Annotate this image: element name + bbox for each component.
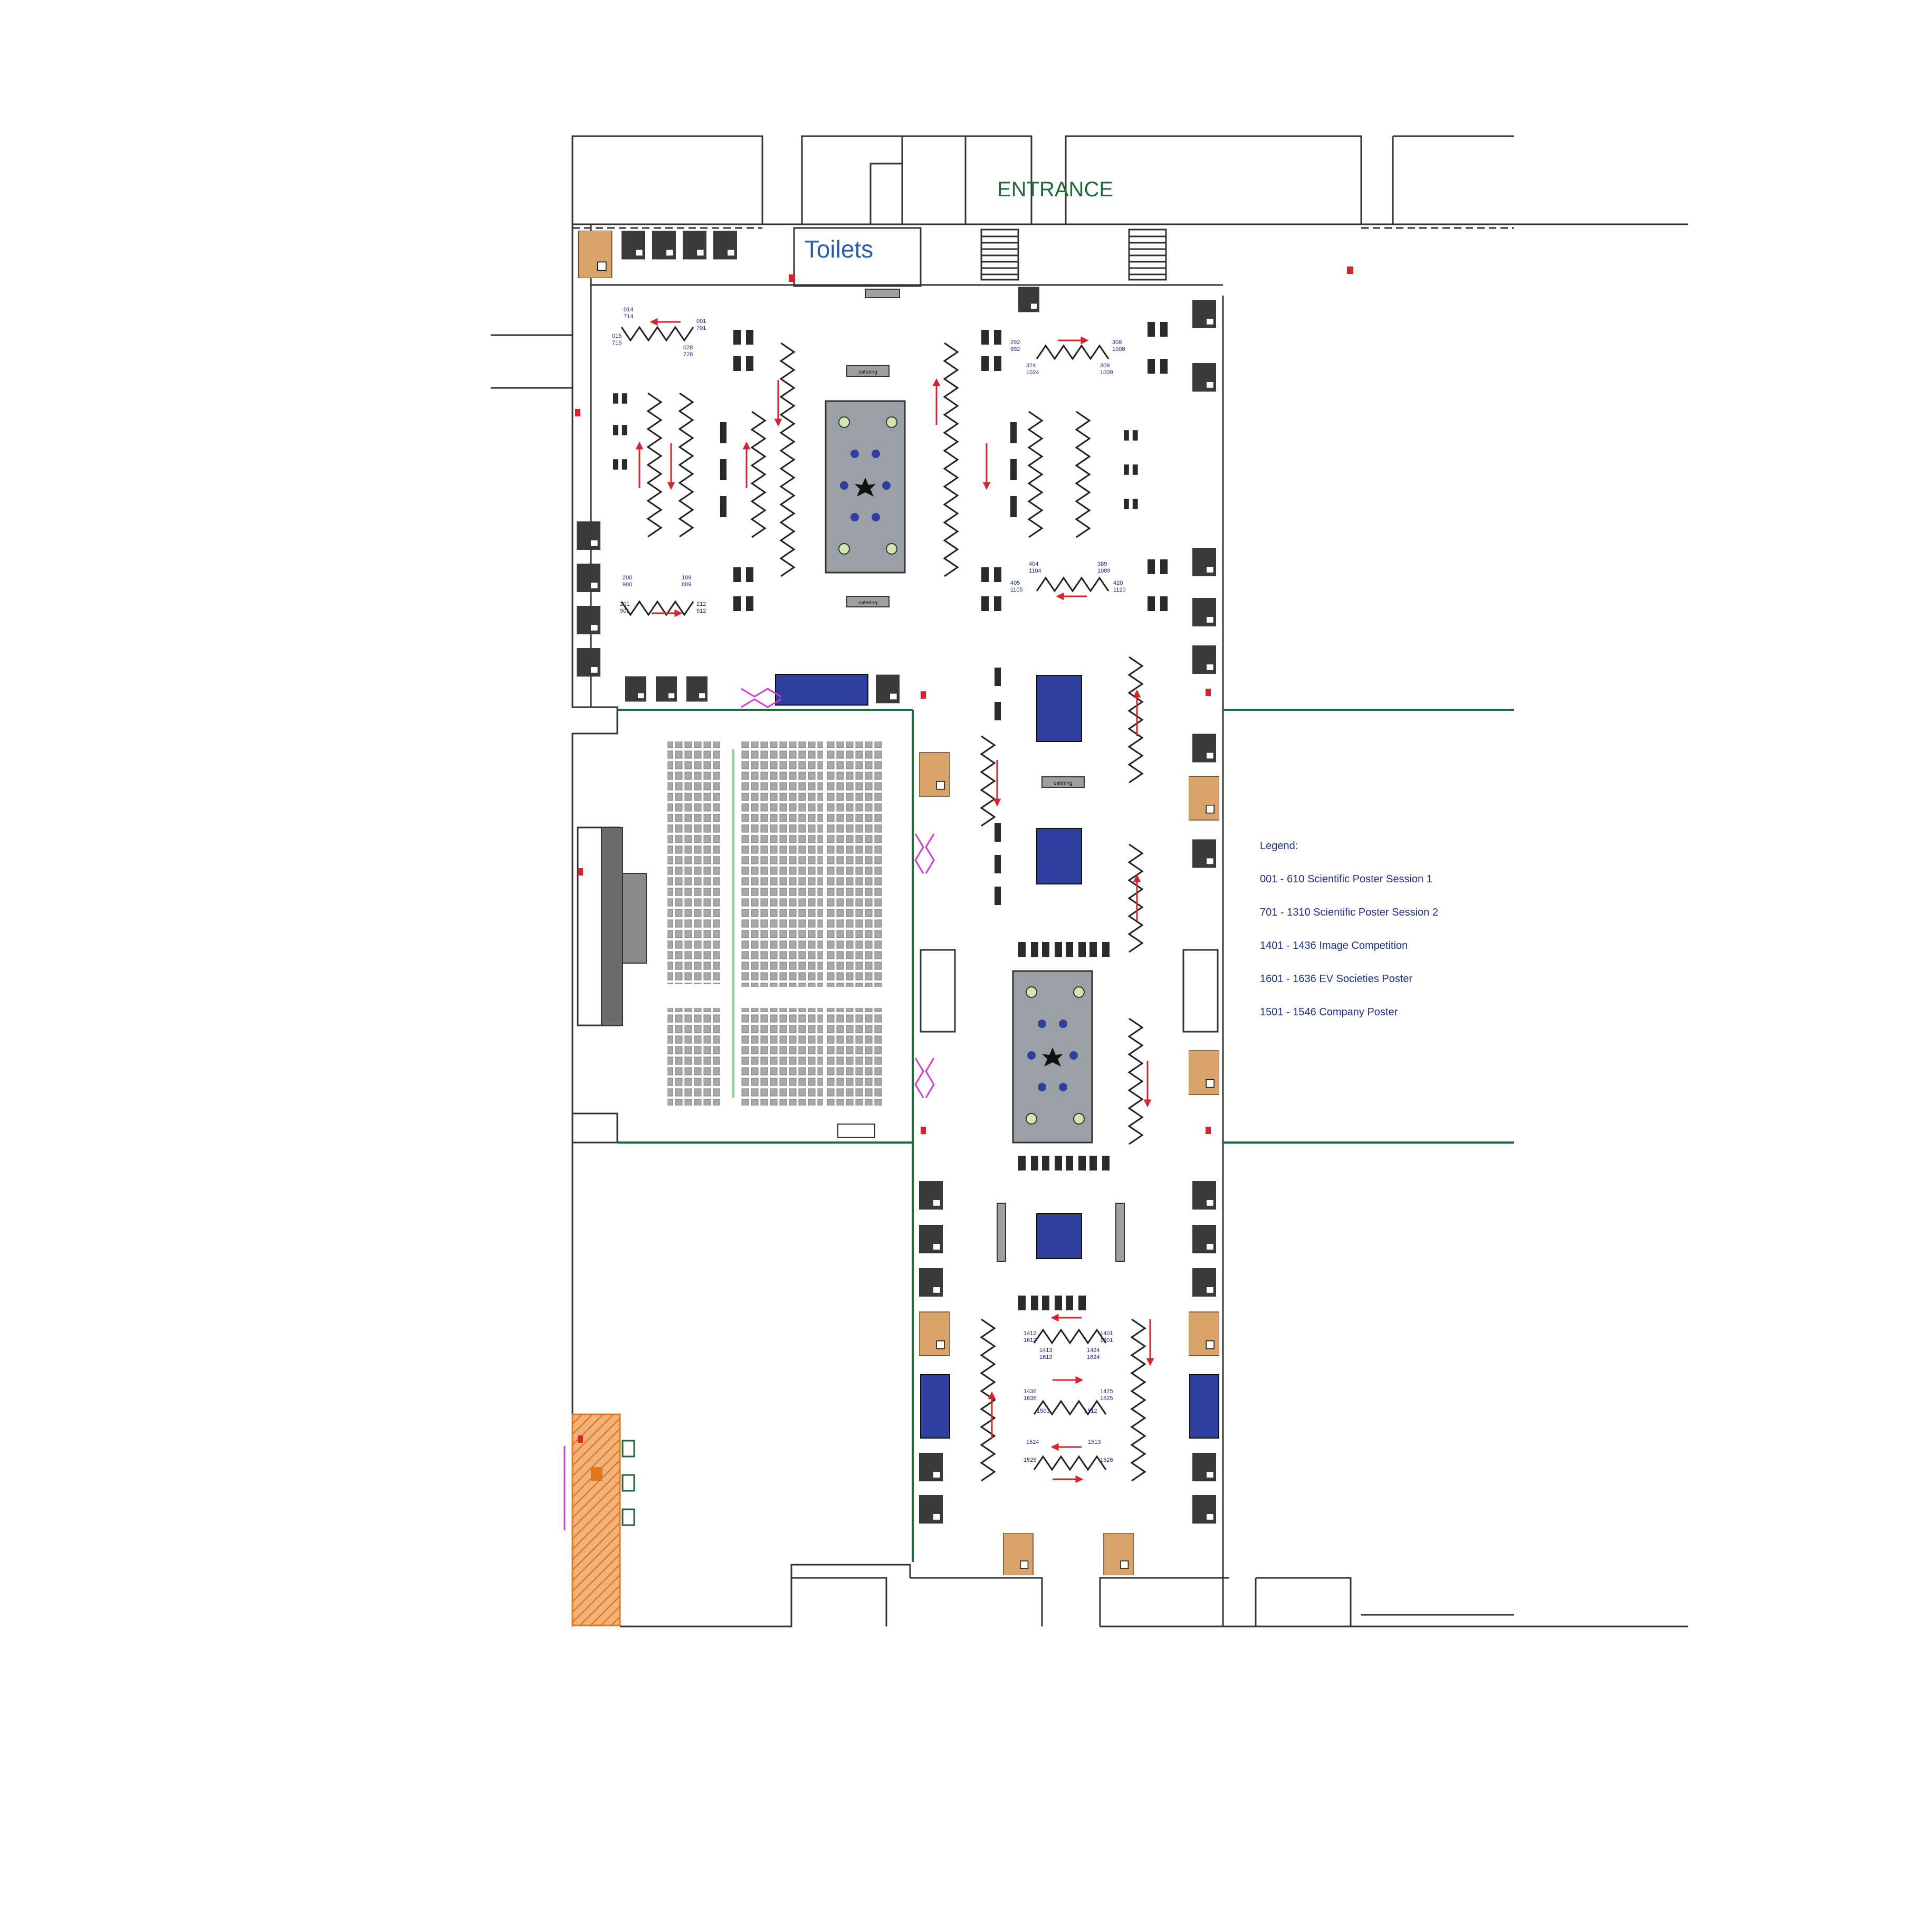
svg-text:catering: catering [1054, 781, 1073, 786]
svg-text:028: 028 [683, 345, 693, 351]
legend: Legend: 001 - 610 Scientific Poster Sess… [1260, 840, 1598, 1040]
red-markers [575, 267, 1353, 1443]
svg-text:912: 912 [696, 608, 706, 614]
hatched-zone [571, 1413, 635, 1626]
svg-text:420: 420 [1113, 580, 1123, 586]
direction-arrows [635, 318, 1154, 1483]
svg-text:992: 992 [1010, 346, 1020, 353]
poster-area-p2 [1189, 1374, 1219, 1439]
svg-text:201: 201 [620, 601, 629, 607]
poster-area-p4 [1036, 675, 1082, 742]
legend-item: 1401 - 1436 Image Competition [1260, 940, 1408, 951]
svg-text:1636: 1636 [1024, 1395, 1036, 1402]
svg-text:1613: 1613 [1039, 1354, 1052, 1360]
svg-text:292: 292 [1010, 339, 1020, 346]
svg-text:728: 728 [683, 351, 693, 358]
booths-middle[interactable] [919, 734, 1219, 1576]
svg-text:1625: 1625 [1100, 1395, 1113, 1402]
svg-text:900: 900 [623, 582, 632, 588]
svg-text:1424: 1424 [1087, 1347, 1100, 1354]
svg-text:701: 701 [696, 325, 706, 331]
svg-text:1413: 1413 [1039, 1347, 1052, 1354]
catering-counters: catering catering catering [846, 289, 1125, 1262]
svg-text:405: 405 [1010, 580, 1020, 586]
poster-area-d1[interactable] [775, 674, 868, 706]
svg-text:1089: 1089 [1097, 568, 1110, 574]
svg-text:1513: 1513 [1088, 1439, 1101, 1445]
svg-text:1436: 1436 [1024, 1388, 1036, 1395]
svg-text:ENTRANCE: ENTRANCE [997, 178, 1113, 201]
svg-text:389: 389 [1097, 561, 1107, 567]
svg-text:1412: 1412 [1024, 1330, 1036, 1337]
booth-b15 [1018, 287, 1039, 312]
svg-text:715: 715 [612, 340, 622, 346]
booth-g9 [578, 231, 613, 278]
svg-text:200: 200 [623, 575, 632, 581]
lounge-island-top [825, 400, 906, 574]
poster-boards-top [620, 326, 1110, 616]
svg-text:1008: 1008 [1112, 346, 1125, 353]
svg-text:1009: 1009 [1100, 369, 1113, 376]
svg-text:714: 714 [624, 313, 633, 320]
lounge-island-middle [1012, 970, 1093, 1144]
svg-text:901: 901 [620, 608, 629, 614]
poster-area-p5 [1036, 828, 1082, 884]
legend-title: Legend: [1260, 840, 1298, 852]
entrance[interactable]: ENTRANCE [997, 178, 1113, 201]
side-tables [720, 422, 1017, 905]
legend-item: 001 - 610 Scientific Poster Session 1 [1260, 873, 1432, 885]
poster-area-p3 [920, 1374, 950, 1439]
svg-text:Toilets: Toilets [805, 235, 873, 263]
svg-text:001: 001 [696, 318, 706, 325]
legend-item: 1601 - 1636 EV Societies Poster [1260, 973, 1413, 985]
svg-text:1601: 1601 [1100, 1337, 1113, 1344]
svg-text:014: 014 [624, 307, 633, 313]
legend-item: 1501 - 1546 Company Poster [1260, 1006, 1398, 1018]
booth-b9 [652, 231, 676, 260]
svg-text:1524: 1524 [1026, 1439, 1039, 1445]
svg-text:189: 189 [682, 575, 691, 581]
stairs [980, 229, 1167, 281]
poster-areas[interactable] [920, 675, 1219, 1439]
auditorium [577, 741, 884, 1138]
svg-text:1425: 1425 [1100, 1388, 1113, 1395]
svg-text:1526: 1526 [1100, 1457, 1113, 1463]
poster-boards-bottom [980, 1318, 1146, 1482]
top-building [571, 135, 1688, 229]
svg-text:1612: 1612 [1024, 1337, 1036, 1344]
svg-text:309: 309 [1100, 363, 1110, 369]
svg-text:1624: 1624 [1087, 1354, 1100, 1360]
svg-text:308: 308 [1112, 339, 1122, 346]
svg-text:404: 404 [1029, 561, 1038, 567]
booth-column-right-top[interactable] [1192, 300, 1216, 674]
svg-text:015: 015 [612, 333, 622, 339]
svg-text:1105: 1105 [1010, 587, 1023, 593]
svg-text:1024: 1024 [1026, 369, 1039, 376]
svg-text:1501: 1501 [1037, 1408, 1049, 1414]
svg-text:1104: 1104 [1029, 568, 1041, 574]
bottom-building [620, 1564, 1688, 1628]
svg-text:212: 212 [696, 601, 706, 607]
booth-b8 [622, 231, 645, 260]
toilets-area[interactable]: Toilets [793, 227, 922, 287]
svg-text:catering: catering [858, 600, 877, 606]
svg-text:889: 889 [682, 582, 691, 588]
partition-lines [617, 709, 1514, 1562]
poster-area-p1 [1036, 1213, 1082, 1259]
legend-item: 701 - 1310 Scientific Poster Session 2 [1260, 907, 1438, 918]
booth-b11 [713, 231, 737, 260]
svg-text:1401: 1401 [1100, 1330, 1113, 1337]
svg-text:1525: 1525 [1024, 1457, 1036, 1463]
booth-b10 [683, 231, 706, 260]
svg-text:catering: catering [858, 369, 877, 375]
svg-text:1120: 1120 [1113, 587, 1126, 593]
svg-text:1512: 1512 [1084, 1408, 1097, 1414]
svg-text:324: 324 [1026, 363, 1036, 369]
poster-boards-middle [980, 656, 1144, 1145]
